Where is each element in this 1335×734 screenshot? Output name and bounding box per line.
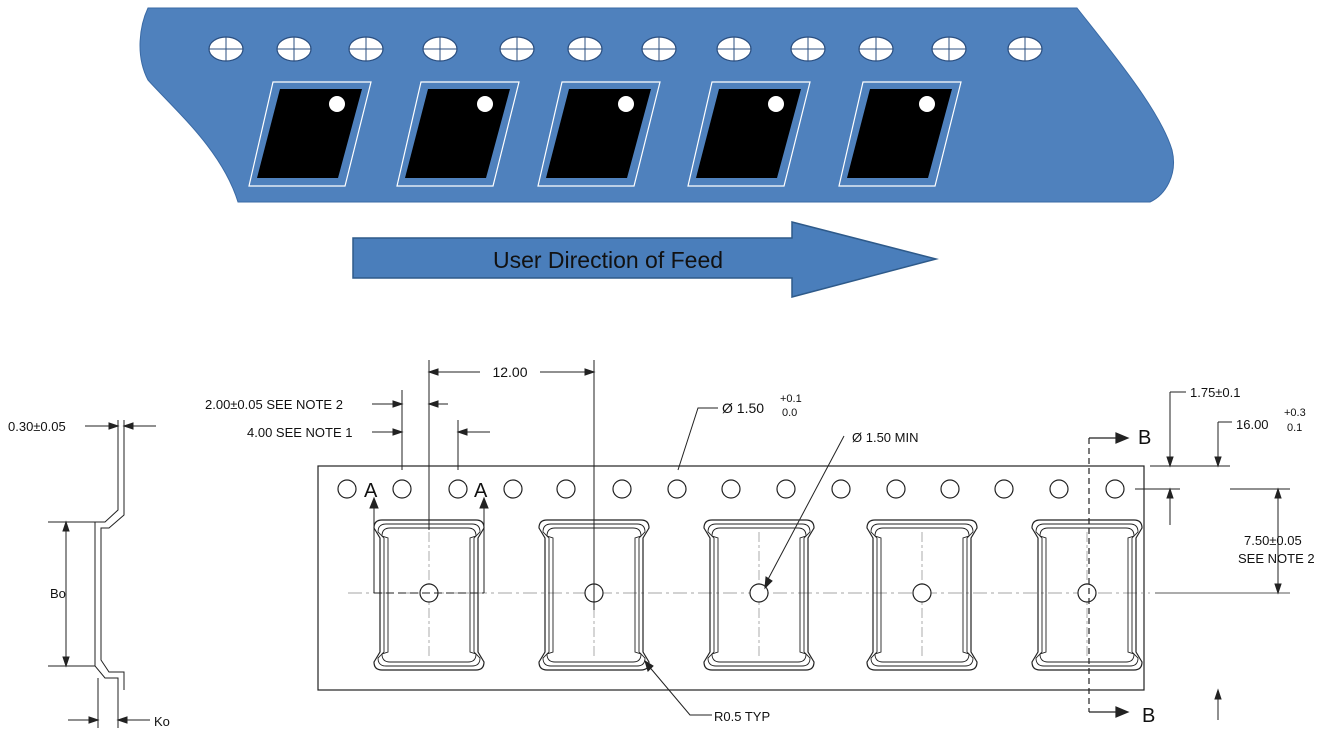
tape-width-tol-upper: +0.3 [1284, 407, 1306, 419]
hole-to-center-label: 7.50±0.05 [1244, 533, 1302, 548]
section-b-bottom: B [1142, 705, 1155, 727]
sprocket-hole [448, 479, 468, 499]
section-a-frame [369, 496, 489, 594]
sprocket-hole [1049, 479, 1069, 499]
feed-direction-label: User Direction of Feed [493, 247, 723, 273]
pocket [838, 81, 962, 187]
sprocket-hole [776, 479, 796, 499]
radius-label: R0.5 TYP [714, 709, 770, 724]
hole-pitch-label: 4.00 SEE NOTE 1 [247, 425, 353, 440]
sprocket-hole [612, 479, 632, 499]
edge-to-hole-label: 1.75±0.1 [1190, 385, 1241, 400]
pocket [687, 81, 811, 187]
sprocket-hole [790, 36, 826, 62]
sprocket-hole [1105, 479, 1125, 499]
section-b-line [1088, 432, 1130, 718]
pin1-marker [919, 96, 935, 112]
tape-width-label: 16.00 [1236, 417, 1269, 432]
pocket [703, 519, 815, 671]
sprocket-hole [276, 36, 312, 62]
pocket-hole [1077, 583, 1097, 603]
right-dimensions [1135, 391, 1290, 720]
hole-to-center-note: SEE NOTE 2 [1238, 551, 1315, 566]
bo-label: Bo [50, 586, 66, 601]
sprocket-holes-top [208, 36, 1043, 62]
thickness-label: 0.30±0.05 [8, 419, 66, 434]
pitch-label: 12.00 [492, 364, 527, 380]
hole-to-pocket-label: 2.00±0.05 SEE NOTE 2 [205, 397, 343, 412]
tape-drawing-main [317, 465, 1290, 691]
sprocket-hole [858, 36, 894, 62]
sprocket-hole [503, 479, 523, 499]
sprocket-hole [667, 479, 687, 499]
sprocket-hole [348, 36, 384, 62]
tape-outline [317, 465, 1145, 691]
pin1-marker [477, 96, 493, 112]
sprocket-hole [886, 479, 906, 499]
sprocket-hole [422, 36, 458, 62]
sprocket-hole [721, 479, 741, 499]
sprocket-holes-drawing [337, 479, 1125, 499]
hole-dia-leader [677, 407, 718, 471]
sprocket-hole [208, 36, 244, 62]
section-a-right: A [474, 480, 488, 502]
pocket-hole-leader [764, 435, 845, 590]
sprocket-hole [641, 36, 677, 62]
feed-direction-arrow [352, 221, 939, 298]
sprocket-hole [556, 479, 576, 499]
pockets-top [248, 81, 962, 187]
pocket-hole [749, 583, 769, 603]
hole-dia-label: Ø 1.50 [722, 400, 764, 416]
pockets-drawing [373, 519, 1143, 671]
sprocket-hole [1007, 36, 1043, 62]
sprocket-hole [499, 36, 535, 62]
radius-leader [644, 659, 712, 716]
tape-side-profile [48, 420, 125, 728]
pocket [1031, 519, 1143, 671]
sprocket-hole [567, 36, 603, 62]
pin1-marker [329, 96, 345, 112]
pocket-hole-label: Ø 1.50 MIN [852, 430, 918, 445]
sprocket-hole [940, 479, 960, 499]
sprocket-hole [716, 36, 752, 62]
pocket-hole [912, 583, 932, 603]
tape-width-tol-lower: 0.1 [1287, 422, 1302, 434]
pocket [537, 81, 661, 187]
sprocket-hole [392, 479, 412, 499]
sprocket-hole [931, 36, 967, 62]
ko-label: Ko [154, 714, 170, 729]
pocket [866, 519, 978, 671]
sprocket-hole [994, 479, 1014, 499]
profile-arrows [62, 422, 156, 724]
section-b-top: B [1138, 427, 1151, 449]
section-a-left: A [364, 480, 378, 502]
pitch-dimension [427, 360, 596, 610]
sprocket-hole [337, 479, 357, 499]
pin1-marker [768, 96, 784, 112]
hole-offset-dimensions [372, 390, 490, 470]
hole-dia-tol-lower: 0.0 [782, 407, 797, 419]
pocket [248, 81, 372, 187]
hole-dia-tol-upper: +0.1 [780, 393, 802, 405]
pocket [373, 519, 485, 671]
pin1-marker [618, 96, 634, 112]
pocket [396, 81, 520, 187]
sprocket-hole [831, 479, 851, 499]
